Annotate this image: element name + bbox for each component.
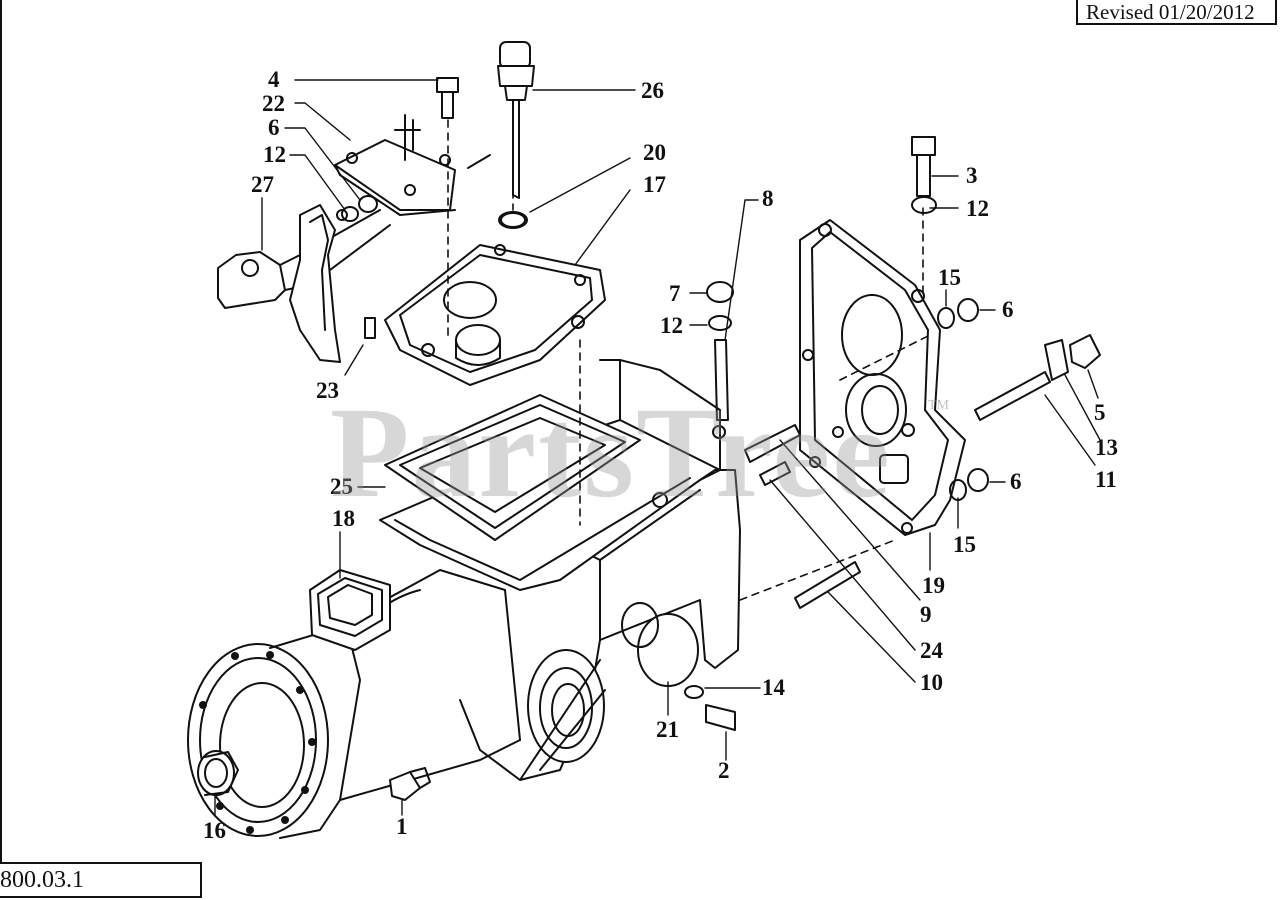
gasket-25 — [384, 394, 641, 541]
callout-11: 11 — [1095, 467, 1117, 492]
callout-3: 3 — [966, 163, 978, 188]
callout-6: 6 — [268, 115, 280, 140]
callout-14: 14 — [762, 675, 786, 700]
callout-24: 24 — [920, 638, 944, 663]
trademark-mark: TM — [928, 398, 949, 413]
callout-6c: 6 — [1010, 469, 1022, 494]
callout-1: 1 — [396, 814, 408, 839]
callout-12b: 12 — [966, 196, 989, 221]
leader-lines — [214, 79, 1101, 816]
callout-15: 15 — [938, 265, 961, 290]
assembly-dashed-lines — [447, 99, 931, 601]
callout-23: 23 — [316, 378, 339, 403]
callout-12c: 12 — [660, 313, 683, 338]
callout-26: 26 — [641, 78, 664, 103]
callout-7: 7 — [669, 281, 681, 306]
callout-10: 10 — [920, 670, 943, 695]
top-cover-17 — [384, 212, 606, 386]
callout-16: 16 — [203, 818, 226, 843]
callout-19: 19 — [922, 573, 945, 598]
callout-13: 13 — [1095, 435, 1118, 460]
callout-18: 18 — [332, 506, 355, 531]
callout-27: 27 — [251, 172, 274, 197]
callout-9: 9 — [920, 602, 932, 627]
fasteners — [341, 77, 1101, 731]
revised-date-label: Revised 01/20/2012 — [1076, 0, 1277, 25]
shift-lever-27 — [217, 196, 391, 363]
callout-25: 25 — [330, 474, 353, 499]
left-border-rule — [0, 0, 2, 862]
transmission-housing — [187, 359, 741, 839]
callout-12: 12 — [263, 142, 286, 167]
callout-6b: 6 — [1002, 297, 1014, 322]
callout-8: 8 — [762, 186, 774, 211]
diagram-code-label: 800.03.1 — [0, 862, 202, 898]
callout-15b: 15 — [953, 532, 976, 557]
shift-bracket-22 — [334, 114, 491, 216]
callout-2: 2 — [718, 758, 730, 783]
side-cover-19 — [799, 219, 966, 536]
callout-17: 17 — [643, 172, 666, 197]
callout-5: 5 — [1094, 400, 1106, 425]
callout-22: 22 — [262, 91, 285, 116]
callout-21: 21 — [656, 717, 679, 742]
callout-20: 20 — [643, 140, 666, 165]
dipstick-26 — [497, 41, 535, 199]
callout-labels: 4 22 6 12 27 26 20 17 8 3 12 7 12 15 6 5… — [203, 67, 1118, 843]
callout-4: 4 — [268, 67, 280, 92]
